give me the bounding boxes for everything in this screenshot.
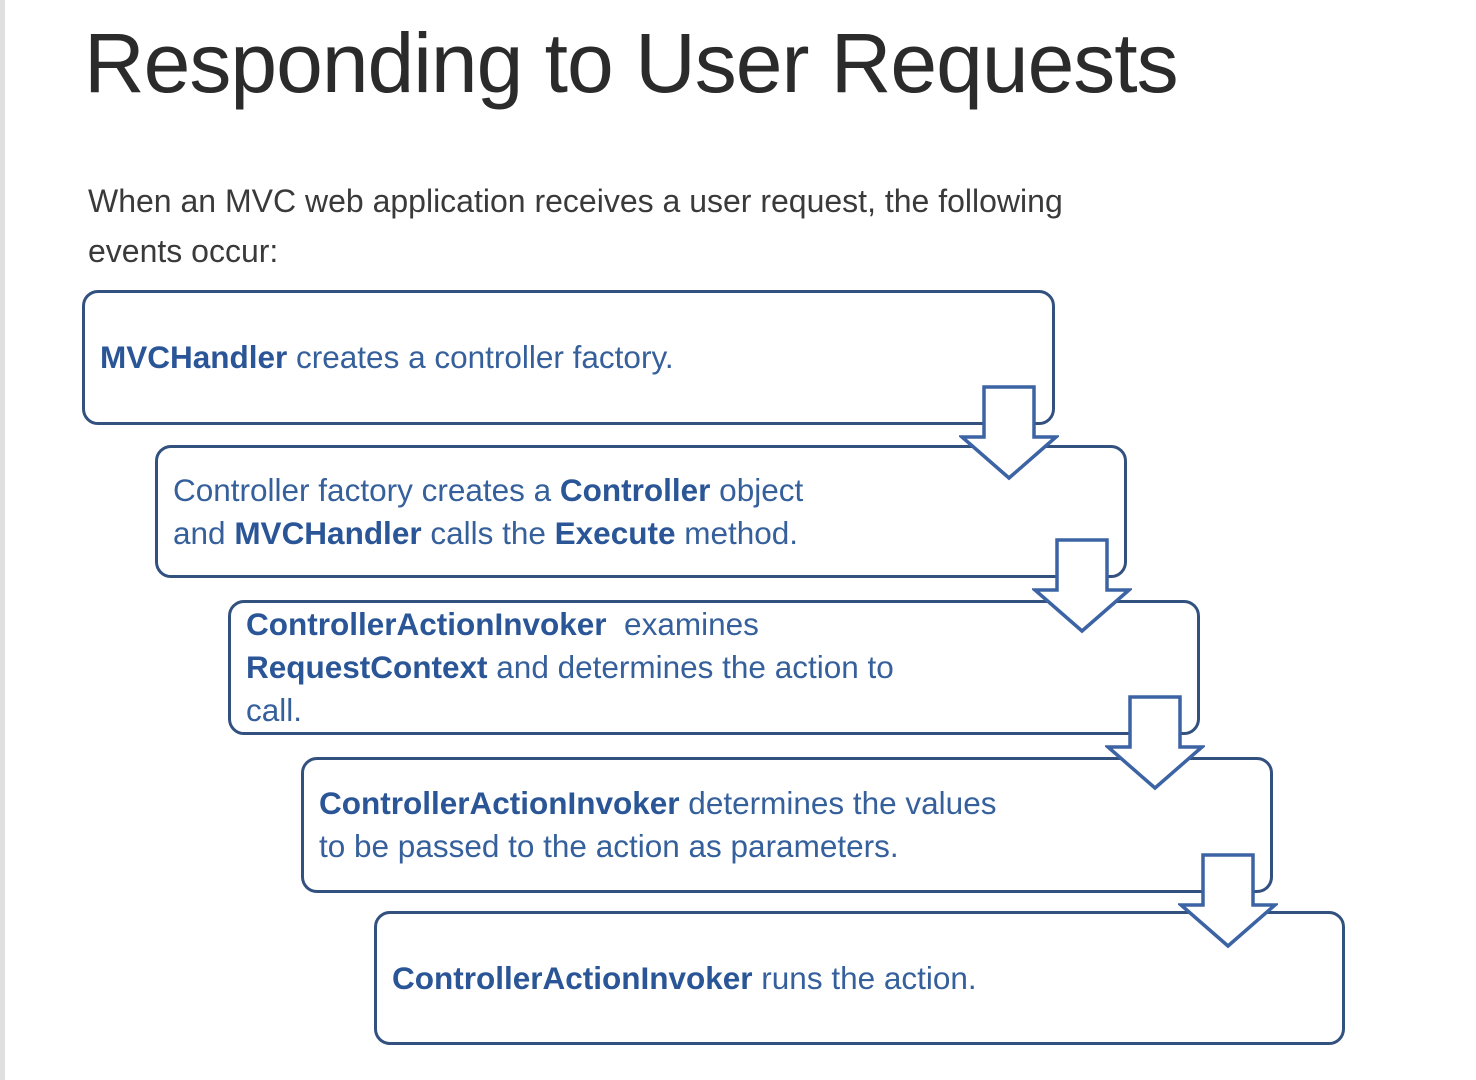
flow-box-text: ControllerActionInvoker runs the action. (392, 959, 977, 996)
flow-box-4: ControllerActionInvoker determines the v… (301, 757, 1273, 893)
flow-box-5: ControllerActionInvoker runs the action. (374, 911, 1345, 1045)
flow-box-text: Controller factory creates a Controller … (173, 471, 804, 551)
flow-box-text: ControllerActionInvoker examines Request… (246, 606, 894, 728)
flow-box-3: ControllerActionInvoker examines Request… (228, 600, 1200, 735)
slide-title: Responding to User Requests (84, 16, 1179, 110)
flow-box-2: Controller factory creates a Controller … (155, 445, 1127, 578)
flow-box-text: ControllerActionInvoker determines the v… (319, 785, 997, 864)
flow-box-text: MVCHandler creates a controller factory. (100, 339, 674, 375)
down-arrow-icon (1105, 695, 1205, 791)
down-arrow-icon (1032, 538, 1132, 634)
down-arrow-icon (1178, 853, 1278, 949)
flow-box-1: MVCHandler creates a controller factory. (82, 290, 1055, 425)
left-edge-strip (0, 0, 5, 1080)
intro-text: When an MVC web application receives a u… (88, 183, 1063, 269)
down-arrow-icon (959, 385, 1059, 481)
